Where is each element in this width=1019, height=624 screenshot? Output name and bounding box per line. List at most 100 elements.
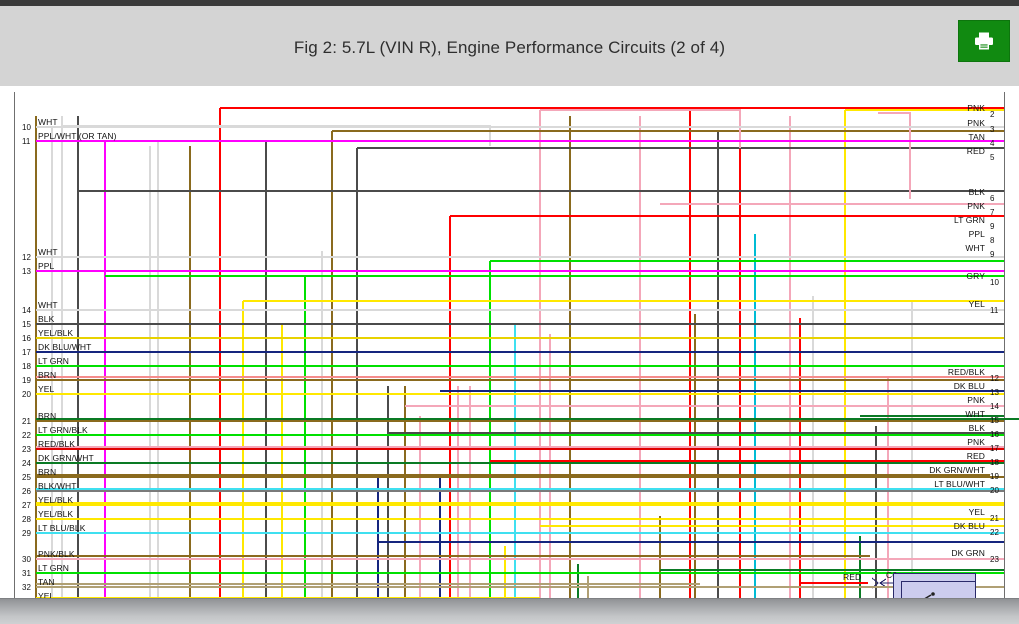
left-terminal-label: LT GRN	[38, 563, 69, 573]
right-terminal-label: PNK	[967, 201, 985, 211]
left-terminal-label: PPL	[38, 261, 55, 271]
window-top-strip	[0, 0, 1019, 6]
right-terminal-number: 14	[990, 402, 999, 411]
right-terminal-number: 5	[990, 153, 995, 162]
right-terminal-label: DK GRN	[951, 548, 985, 558]
left-terminal-number: 11	[22, 137, 31, 146]
right-terminal-label: RED	[966, 146, 985, 156]
right-terminal-label: DK BLU	[953, 381, 985, 391]
left-terminal-label: WHT	[38, 300, 58, 310]
wire-path	[879, 578, 887, 588]
right-terminal-number: 9	[990, 250, 995, 259]
right-terminal-label: BLK	[968, 423, 985, 433]
page-title: Fig 2: 5.7L (VIN R), Engine Performance …	[293, 38, 726, 57]
right-terminal-label: LT BLU/WHT	[934, 479, 985, 489]
left-terminal-label: LT GRN	[38, 356, 69, 366]
left-terminal-number: 23	[22, 445, 31, 454]
right-terminal-number: 4	[990, 139, 995, 148]
right-terminal-number: 6	[990, 194, 995, 203]
right-terminal-label: PNK	[967, 395, 985, 405]
right-terminal-number: 19	[990, 472, 999, 481]
right-terminal-label: LT GRN	[954, 215, 985, 225]
left-terminal-number: 12	[22, 253, 31, 262]
right-terminal-number: 23	[990, 555, 999, 564]
right-terminal-label: YEL	[968, 299, 985, 309]
left-terminal-number: 27	[22, 501, 31, 510]
left-terminal-label: YEL/BLK	[38, 509, 74, 519]
left-terminal-number: 10	[22, 123, 31, 132]
left-terminal-number: 28	[22, 515, 31, 524]
left-terminal-number: 31	[22, 569, 31, 578]
left-terminal-number: 25	[22, 473, 31, 482]
printer-icon	[973, 31, 995, 51]
left-terminal-number: 18	[22, 362, 31, 371]
left-terminal-label: PNK/BLK	[38, 549, 75, 559]
right-terminal-label: RED/BLK	[947, 367, 985, 377]
right-terminal-number: 21	[990, 514, 999, 523]
left-terminal-number: 24	[22, 459, 31, 468]
print-button[interactable]	[958, 20, 1010, 62]
left-terminal-label: YEL	[38, 591, 55, 601]
left-terminal-number: 20	[22, 390, 31, 399]
wire-path	[62, 125, 491, 146]
left-terminal-number: 30	[22, 555, 31, 564]
left-terminal-label: BRN	[38, 370, 57, 380]
left-terminal-number: 26	[22, 487, 31, 496]
left-terminal-label: WHT	[38, 117, 58, 127]
left-terminal-number: 15	[22, 320, 31, 329]
wire-path	[878, 112, 911, 199]
right-terminal-number: 13	[990, 388, 999, 397]
right-terminal-number: 20	[990, 486, 999, 495]
right-terminal-number: 22	[990, 528, 999, 537]
right-terminal-label: RED	[966, 451, 985, 461]
right-terminal-number: 11	[990, 306, 999, 315]
right-terminal-label: DK BLU	[953, 521, 985, 531]
right-terminal-label: DK GRN/WHT	[929, 465, 985, 475]
left-terminal-number: 14	[22, 306, 31, 315]
left-terminal-number: 22	[22, 431, 31, 440]
left-terminal-label: BLK/WHT	[38, 481, 77, 491]
left-terminal-label: WHT	[38, 247, 58, 257]
canvas-right-border	[1004, 92, 1005, 624]
wire-path	[540, 109, 741, 148]
right-terminal-label: WHT	[965, 243, 985, 253]
right-terminal-number: 12	[990, 374, 999, 383]
wire-network	[35, 107, 1019, 624]
left-terminal-number: 32	[22, 583, 31, 592]
left-terminal-label: YEL/BLK	[38, 495, 74, 505]
right-terminal-label: PNK	[967, 118, 985, 128]
left-terminal-label: BRN	[38, 411, 57, 421]
left-terminal-label: YEL/BLK	[38, 328, 74, 338]
right-terminal-label: PPL	[968, 229, 985, 239]
left-terminal-label: DK GRN/WHT	[38, 453, 94, 463]
right-terminal-number: 8	[990, 236, 995, 245]
left-terminal-number: 21	[22, 417, 31, 426]
right-terminal-label: PNK	[967, 437, 985, 447]
right-terminal-number: 18	[990, 458, 999, 467]
left-terminal-label: TAN	[38, 577, 55, 587]
left-terminal-label: YEL	[38, 384, 55, 394]
right-terminal-number: 16	[990, 430, 999, 439]
right-terminal-label: BLK	[968, 187, 985, 197]
viewer-header: Fig 2: 5.7L (VIN R), Engine Performance …	[0, 6, 1019, 86]
left-terminal-number: 29	[22, 529, 31, 538]
right-terminal-number: 3	[990, 125, 995, 134]
right-terminal-label: GRY	[966, 271, 985, 281]
right-terminal-number: 15	[990, 416, 999, 425]
left-terminal-label: DK BLU/WHT	[38, 342, 92, 352]
left-terminal-number: 13	[22, 267, 31, 276]
callout-wire-color: RED	[843, 572, 862, 582]
right-terminal-label: PNK	[967, 103, 985, 113]
left-terminal-label: BLK	[38, 314, 55, 324]
bottom-fade-bar	[0, 598, 1019, 624]
canvas-left-border	[14, 92, 15, 624]
right-terminal-number: 9	[990, 222, 995, 231]
left-terminal-label: PPL/WHT (OR TAN)	[38, 131, 117, 141]
right-terminal-number: 2	[990, 110, 995, 119]
right-terminal-number: 17	[990, 444, 999, 453]
right-terminal-number: 10	[990, 278, 999, 287]
left-terminal-label: BRN	[38, 467, 57, 477]
left-terminal-label: LT GRN/BLK	[38, 425, 88, 435]
callout-pin-number: C6	[886, 570, 898, 580]
